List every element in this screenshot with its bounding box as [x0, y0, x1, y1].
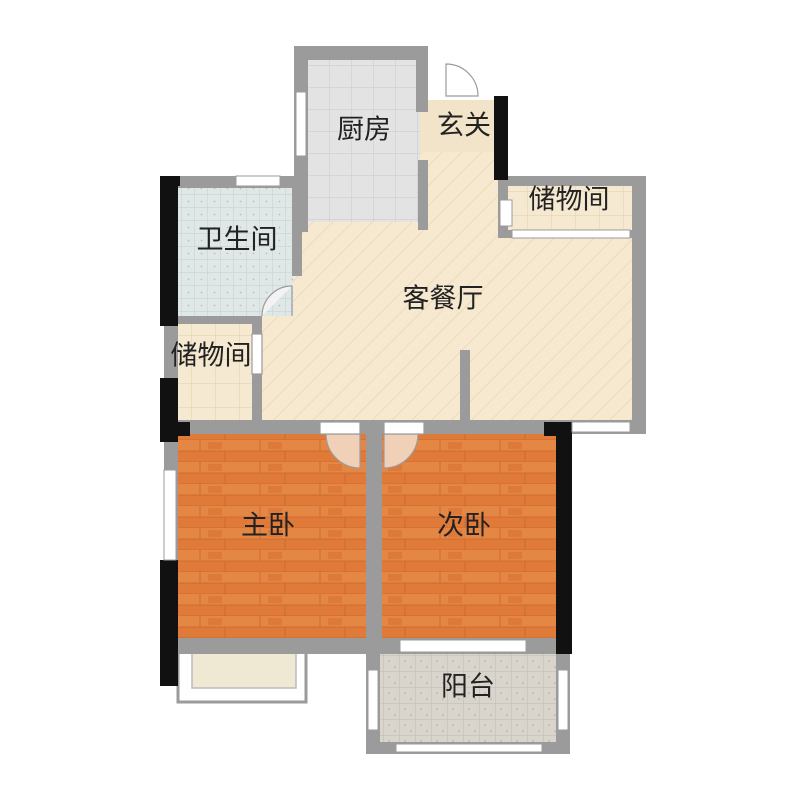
bay-window-floor: [191, 647, 297, 689]
second-door-frame: [383, 421, 425, 435]
balcony-left-window: [367, 669, 379, 731]
master-left-window: [163, 469, 177, 561]
kitchen-floor: [308, 60, 420, 222]
bath-door-swing: [261, 285, 293, 317]
storage-right-window: [499, 199, 513, 227]
balcony-door-window: [399, 639, 527, 653]
entrance-label: 玄关: [437, 111, 491, 142]
balcony-right-window: [557, 669, 569, 731]
master-bedroom-label: 主卧: [241, 511, 295, 542]
second-bedroom-label: 次卧: [437, 511, 491, 542]
bath-right-wall: [292, 176, 302, 276]
left-black-wall-3: [160, 422, 190, 436]
storage-left-floor: [177, 318, 256, 420]
master-bedroom-floor: [177, 434, 366, 640]
kitchen-label: 厨房: [337, 115, 391, 146]
windows: [163, 91, 631, 753]
room-labels: 厨房 玄关 储物间 卫生间 客餐厅 储物间 主卧 次卧 阳台: [171, 111, 610, 703]
kitchen-top-wall: [294, 46, 428, 60]
balcony-floor: [380, 654, 558, 742]
kitchen-right-wall: [416, 46, 428, 112]
living-window: [571, 421, 631, 433]
storage-right-bottom-window: [511, 229, 631, 239]
storage-right-label: 储物间: [529, 185, 610, 216]
living-right-wall: [632, 176, 646, 434]
master-door-frame: [319, 421, 361, 435]
right-black-wall-2: [556, 422, 572, 654]
master-door-swing: [325, 433, 361, 469]
bathroom-label: 卫生间: [197, 225, 278, 256]
walls-black: [160, 96, 572, 686]
doors: [251, 63, 479, 469]
entrance-door-swing: [445, 63, 479, 97]
hall-floor: [420, 150, 500, 230]
entrance-black-wall: [494, 96, 508, 180]
left-black-wall-1: [160, 176, 178, 326]
bath-bottom-wall: [164, 316, 258, 324]
storage-right-floor: [500, 186, 632, 230]
entrance-floor: [420, 100, 498, 152]
living-dining-floor: [258, 222, 632, 420]
left-black-wall-4: [160, 560, 178, 686]
bedroom-divider: [366, 426, 382, 654]
storage-left-door-frame: [251, 333, 263, 375]
kitchen-right-wall-lower: [418, 160, 428, 230]
living-partition: [460, 350, 470, 422]
bath-window: [235, 175, 281, 187]
second-door-swing: [383, 433, 419, 469]
floors: [177, 60, 632, 742]
balcony-label: 阳台: [441, 672, 495, 703]
kitchen-window: [295, 91, 307, 157]
balcony-bottom-window: [395, 743, 543, 753]
storage-right-top-wall: [500, 176, 646, 186]
second-bedroom-floor: [382, 434, 556, 640]
storage-left-label: 储物间: [171, 341, 252, 372]
living-dining-label: 客餐厅: [403, 284, 484, 315]
